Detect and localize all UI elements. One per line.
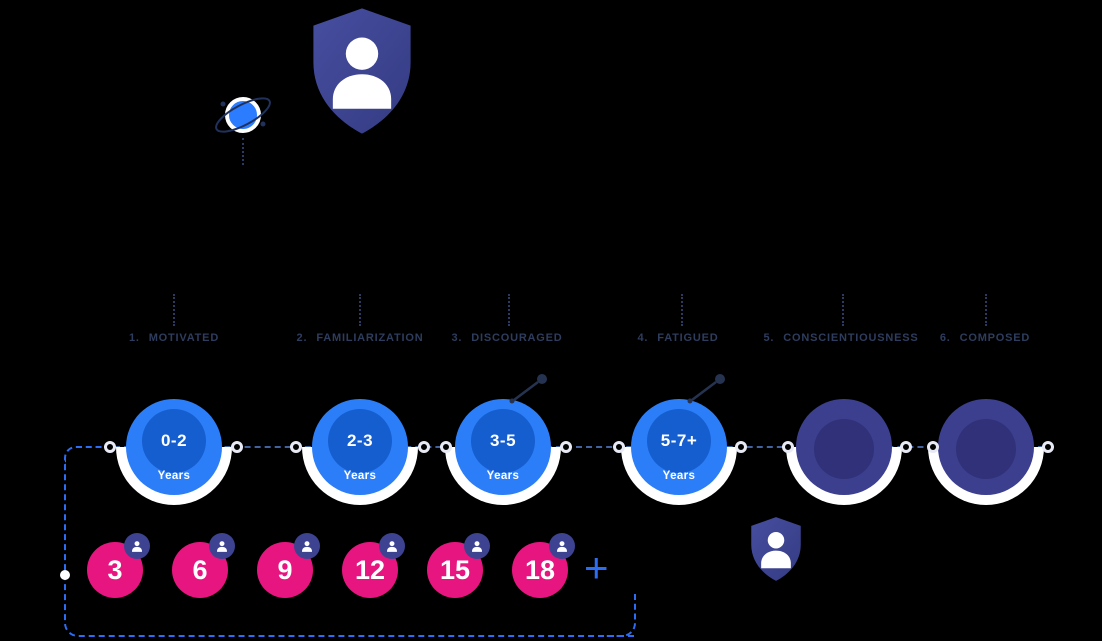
loop-path-main [64, 460, 636, 637]
stage-years-unit: Years [157, 470, 191, 482]
person-badge-icon [379, 533, 405, 559]
stage-years-value: 5-7+ [647, 409, 711, 473]
timeline-node [290, 441, 302, 453]
loop-path-dot [60, 570, 70, 580]
stage-circle-familiarization: 2-3 Years [312, 399, 408, 495]
dotted-connector [842, 294, 844, 326]
stage-label-conscientiousness: 5. CONSCIENTIOUSNESS [721, 332, 961, 344]
dotted-connector [681, 294, 683, 326]
timeline-node [231, 441, 243, 453]
person-badge-icon [294, 533, 320, 559]
stage-inner-disc [956, 419, 1016, 479]
stage-circle-discouraged: 3-5 Years [455, 399, 551, 495]
milestone-circle-9: 9 [257, 533, 320, 598]
stage-label-discouraged: 3. DISCOURAGED [387, 332, 627, 344]
milestone-value: 18 [524, 554, 556, 585]
stage-label-familiarization: 2. FAMILIARIZATION [240, 332, 480, 344]
stage-years-unit: Years [343, 470, 377, 482]
stage-circle-composed [938, 399, 1034, 495]
milestone-circle-6: 6 [172, 533, 235, 598]
timeline-node [782, 441, 794, 453]
timeline-node [900, 441, 912, 453]
milestone-circle-3: 3 [87, 533, 150, 598]
timeline-node [735, 441, 747, 453]
stage-label-motivated: 1. MOTIVATED [54, 332, 294, 344]
pin-decoration-icon [506, 370, 554, 408]
loop-path-top [64, 446, 112, 466]
stage-label-fatigued: 4. FATIGUED [558, 332, 798, 344]
stage-years-value: 2-3 [328, 409, 392, 473]
stage-number: 5. [763, 332, 775, 344]
timeline-node [613, 441, 625, 453]
dotted-connector [985, 294, 987, 326]
shield-person-icon [308, 6, 416, 136]
milestone-value: 15 [439, 554, 471, 585]
stage-number: 2. [296, 332, 308, 344]
stage-number: 6. [939, 332, 951, 344]
stage-inner-disc [814, 419, 874, 479]
timeline-node [1042, 441, 1054, 453]
stage-number: 3. [451, 332, 463, 344]
stage-years-value: 0-2 [142, 409, 206, 473]
orbit-ring [215, 97, 271, 133]
stage-years-unit: Years [662, 470, 696, 482]
milestone-value: 9 [277, 554, 293, 585]
dotted-connector [173, 294, 175, 326]
milestone-circle-18: 18 [512, 533, 575, 598]
stage-name: DISCOURAGED [471, 332, 563, 344]
milestone-circle-12: 12 [342, 533, 405, 598]
stage-circle-motivated: 0-2 Years [126, 399, 222, 495]
dotted-connector [359, 294, 361, 326]
shield-person-icon [748, 516, 804, 582]
timeline-node [440, 441, 452, 453]
timeline-node [418, 441, 430, 453]
stage-name: FATIGUED [657, 332, 719, 344]
dotted-connector [508, 294, 510, 326]
planet-orbit-icon [215, 93, 271, 137]
stage-years-value: 3-5 [471, 409, 535, 473]
timeline-node [104, 441, 116, 453]
milestone-value: 12 [354, 554, 386, 585]
stage-number: 1. [128, 332, 140, 344]
milestone-value: 6 [192, 554, 208, 585]
person-badge-icon [464, 533, 490, 559]
stage-label-composed: 6. COMPOSED [865, 332, 1102, 344]
person-badge-icon [209, 533, 235, 559]
stage-number: 4. [637, 332, 649, 344]
stage-circle-conscientiousness [796, 399, 892, 495]
timeline-node [560, 441, 572, 453]
dotted-connector [242, 138, 244, 165]
stage-years-unit: Years [486, 470, 520, 482]
stage-name: FAMILIARIZATION [316, 332, 424, 344]
stage-name: CONSCIENTIOUSNESS [783, 332, 919, 344]
milestone-circle-15: 15 [427, 533, 490, 598]
timeline-node [927, 441, 939, 453]
pin-decoration-icon [684, 370, 732, 408]
plus-icon: + [584, 544, 609, 591]
timeline-dashed-line [104, 446, 1054, 448]
stage-name: COMPOSED [959, 332, 1031, 344]
person-badge-icon [549, 533, 575, 559]
milestone-value: 3 [107, 554, 123, 585]
person-badge-icon [124, 533, 150, 559]
stage-name: MOTIVATED [148, 332, 220, 344]
loop-path-right [598, 592, 636, 637]
stage-circle-fatigued: 5-7+ Years [631, 399, 727, 495]
